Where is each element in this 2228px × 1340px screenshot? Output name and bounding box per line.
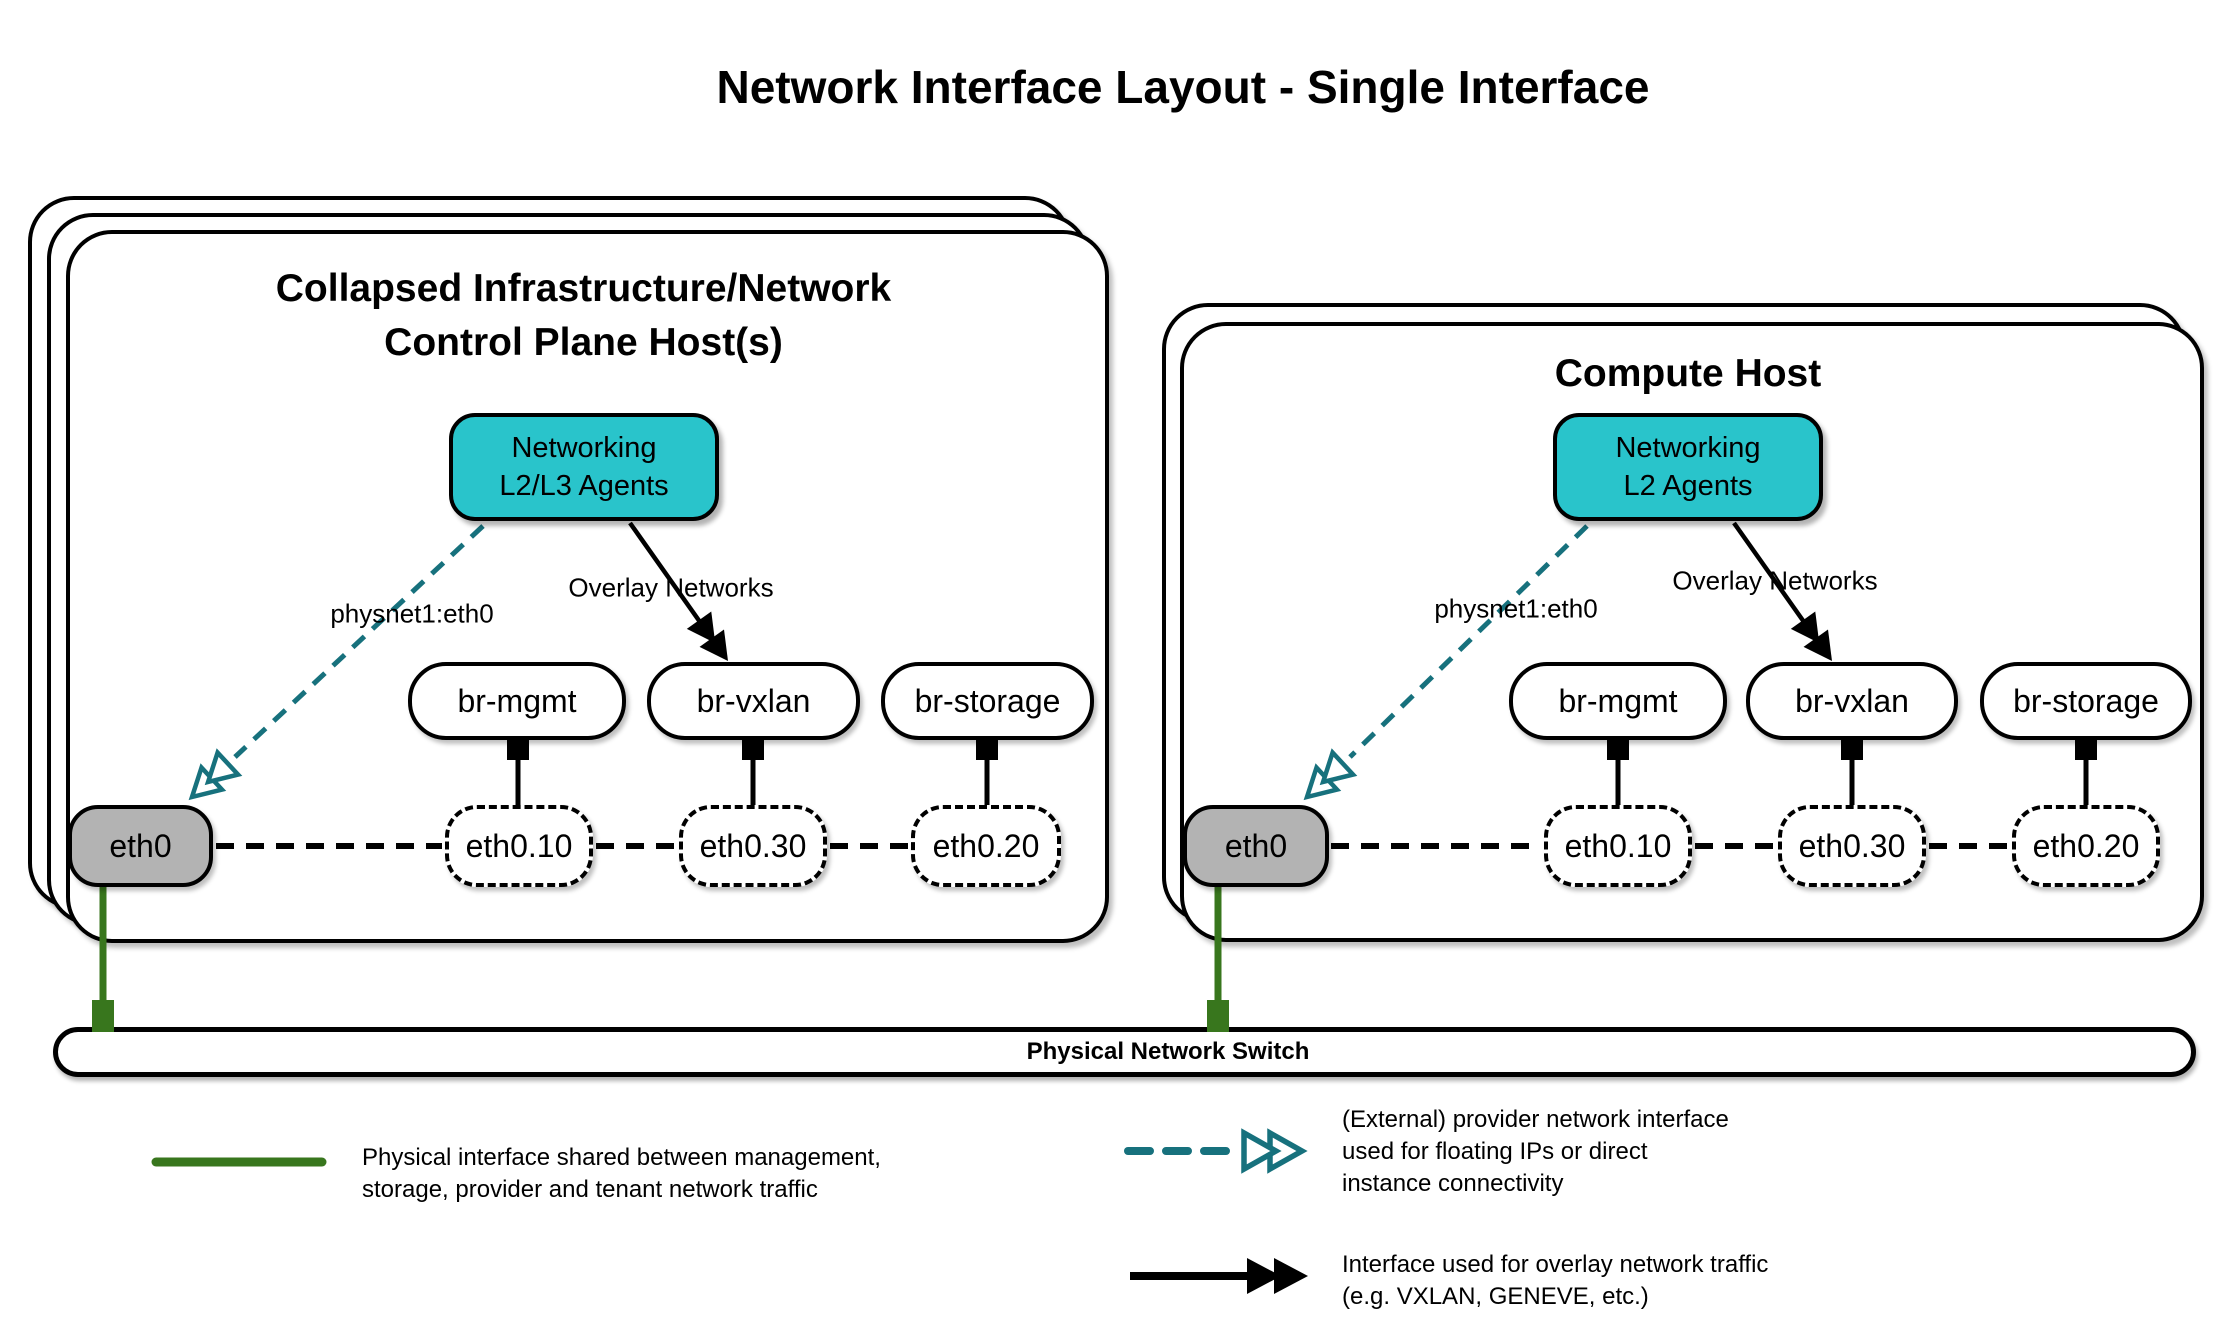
left-bridge-br-mgmt: br-mgmt: [408, 662, 626, 740]
left-eth0-interface: eth0: [68, 805, 213, 887]
left-bridge-br-vxlan: br-vxlan: [647, 662, 860, 740]
left-vlan-eth0-20: eth0.20: [911, 805, 1061, 887]
left-overlay-link-label: Overlay Networks: [568, 572, 774, 603]
legend-overlay-arrow-swatch: [1130, 1258, 1308, 1294]
page-title: Network Interface Layout - Single Interf…: [716, 61, 1650, 113]
right-networking-agents-box: Networking L2 Agents: [1553, 413, 1823, 521]
legend-physical-link-text: Physical interface shared between manage…: [362, 1144, 881, 1203]
left-vlan-eth0-10: eth0.10: [445, 805, 593, 887]
left-vlan-eth0-30: eth0.30: [679, 805, 827, 887]
right-vlan-eth0-20: eth0.20: [2012, 805, 2160, 887]
right-provider-link-label: physnet1:eth0: [1434, 593, 1598, 624]
left-host-title: Collapsed Infrastructure/Network Control…: [275, 267, 892, 364]
physical-network-switch: [53, 1027, 2196, 1077]
physical-network-switch-label: Physical Network Switch: [1026, 1038, 1310, 1065]
right-bridge-br-vxlan: br-vxlan: [1746, 662, 1958, 740]
right-eth0-interface: eth0: [1183, 805, 1329, 887]
right-vlan-eth0-30: eth0.30: [1778, 805, 1926, 887]
legend-provider-arrow-swatch: [1124, 1128, 1308, 1174]
right-host-title: Compute Host: [1554, 352, 1822, 395]
legend-provider-arrow-text: (External) provider network interface us…: [1342, 1106, 1729, 1197]
right-vlan-eth0-10: eth0.10: [1544, 805, 1692, 887]
left-bridge-br-storage: br-storage: [881, 662, 1094, 740]
legend-overlay-arrow-text: Interface used for overlay network traff…: [1342, 1251, 1769, 1310]
left-networking-agents-box: Networking L2/L3 Agents: [449, 413, 719, 521]
right-bridge-br-storage: br-storage: [1980, 662, 2192, 740]
right-bridge-br-mgmt: br-mgmt: [1509, 662, 1727, 740]
left-provider-link-label: physnet1:eth0: [330, 598, 494, 629]
right-overlay-link-label: Overlay Networks: [1672, 565, 1878, 596]
